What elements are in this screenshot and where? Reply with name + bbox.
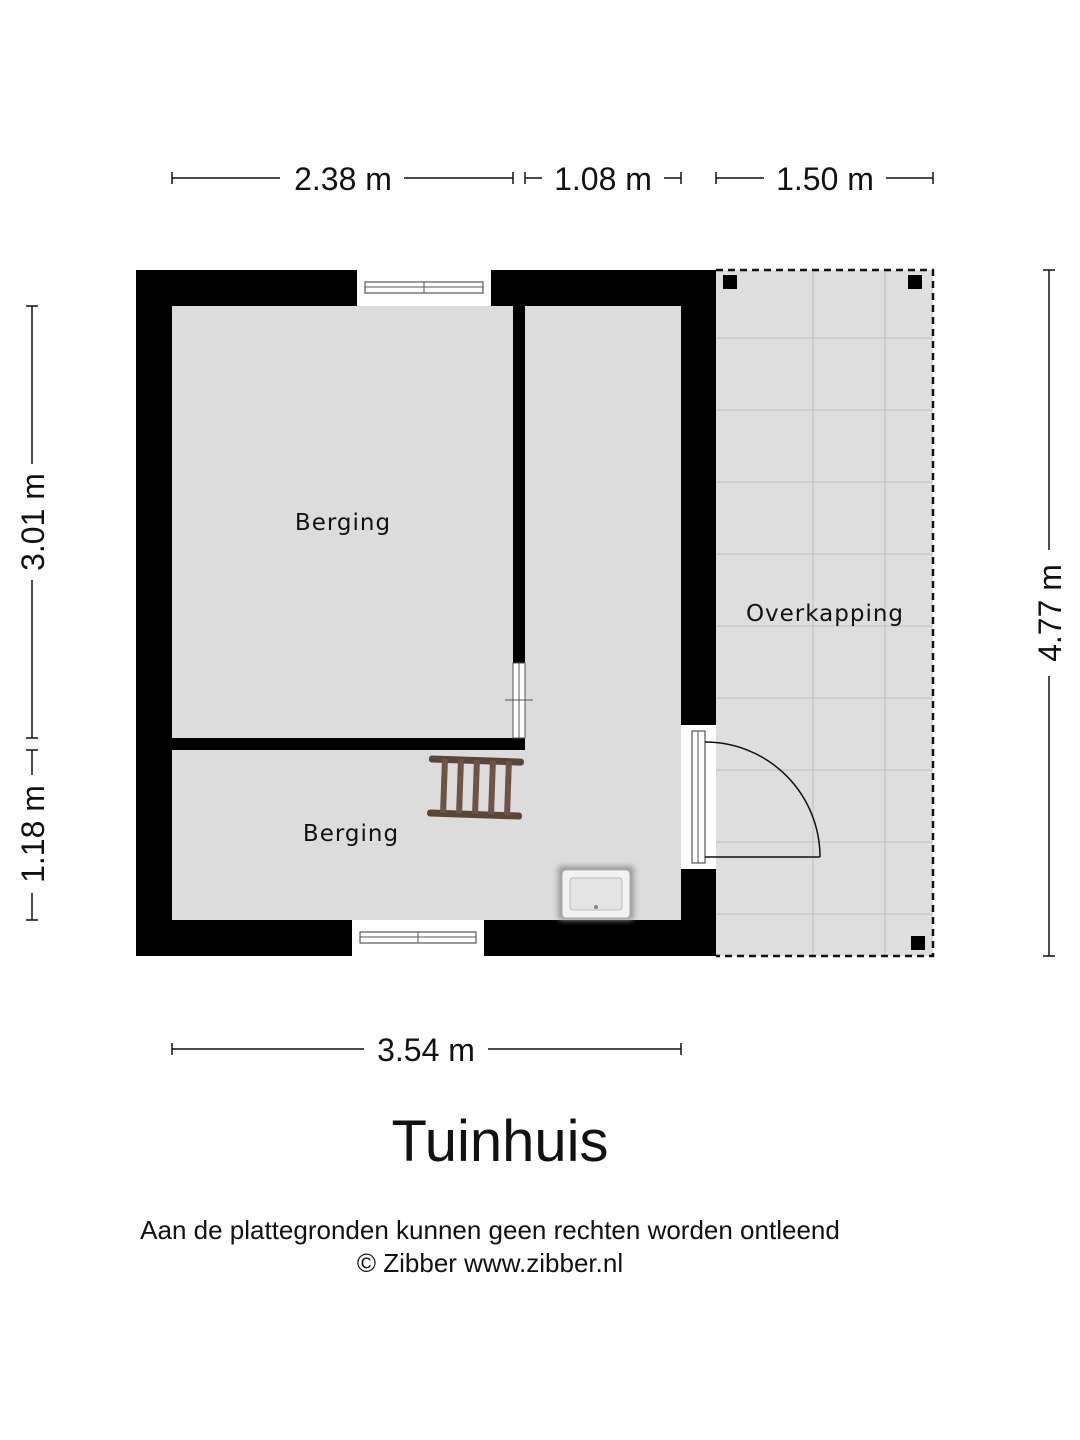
sink-icon [558,866,634,920]
copyright-text: © Zibber www.zibber.nl [356,1248,624,1278]
ladder-icon [427,755,524,820]
dimension-left-upper-label: 3.01 m [15,473,51,571]
post-top-right [908,275,922,289]
dimension-top-mid-label: 1.08 m [554,161,652,197]
post-bottom-right [911,936,925,950]
berging-top-floor [172,306,513,738]
room-label-overkapping: Overkapping [746,601,904,627]
plan-title: Tuinhuis [391,1109,609,1174]
building [136,270,821,956]
dimension-bottom [171,1043,682,1055]
dimension-right [1043,269,1055,957]
dimension-right-label: 4.77 m [1032,564,1068,662]
room-label-berging-bottom: Berging [303,821,399,847]
exterior-door [681,725,821,869]
dimension-left-lower-label: 1.18 m [15,785,51,883]
disclaimer-text: Aan de plattegronden kunnen geen rechten… [140,1215,840,1245]
post-top-left [723,275,737,289]
room-label-berging-top: Berging [295,510,391,536]
dimension-top [171,172,934,184]
window-top [357,270,491,306]
overkapping-area [716,268,935,958]
dimension-bottom-label: 3.54 m [377,1032,475,1068]
interior-wall-vertical [513,306,525,663]
dimension-top-left-label: 2.38 m [294,161,392,197]
dimension-left [26,305,38,921]
dimension-top-right-label: 1.50 m [776,161,874,197]
window-bottom [352,920,484,956]
interior-wall-horizontal [172,738,525,750]
